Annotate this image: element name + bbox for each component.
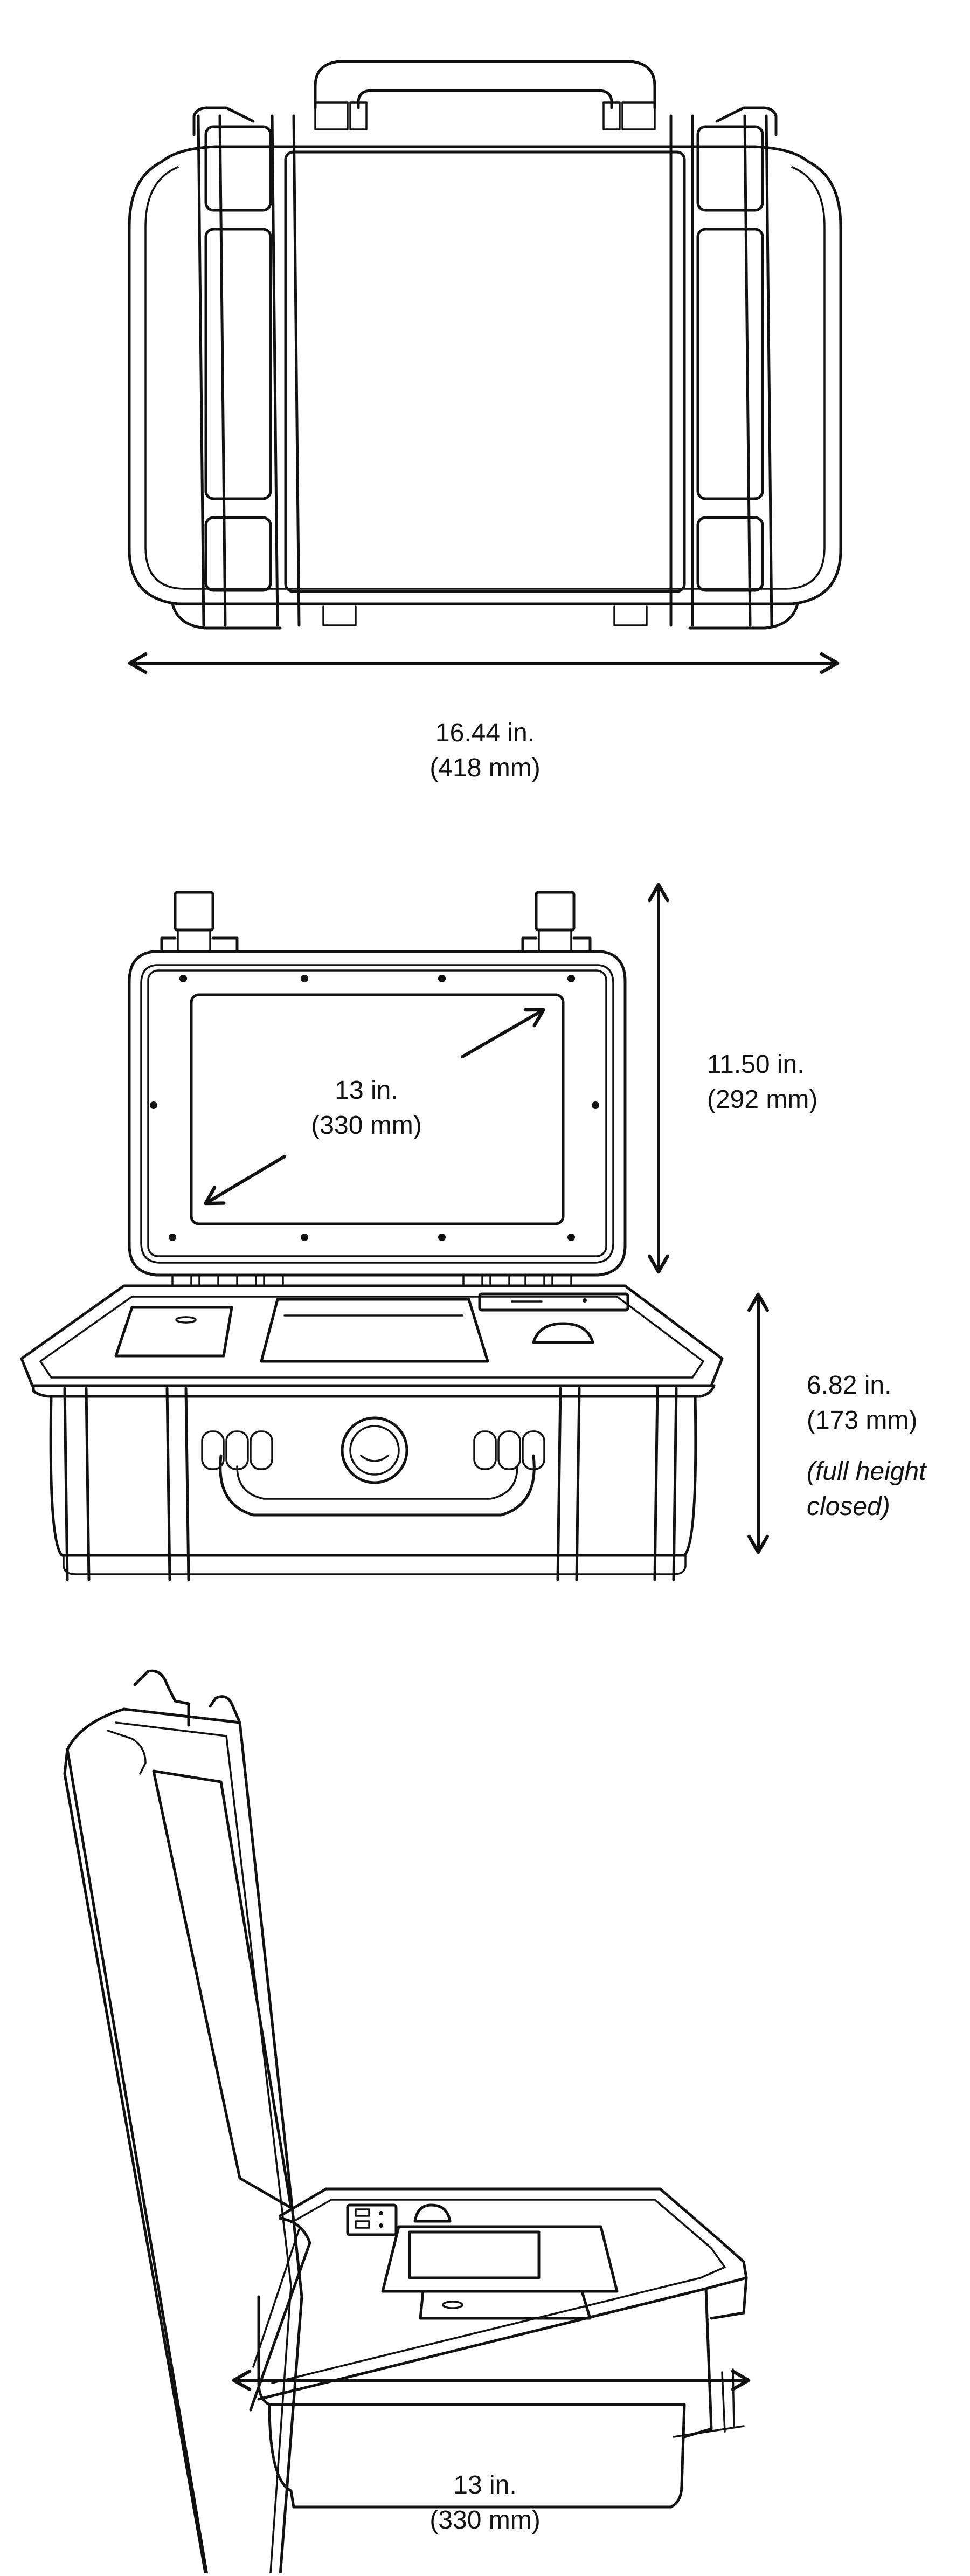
case-front-open-view (20, 891, 724, 1581)
pressure-valve-icon (341, 1416, 408, 1484)
card-slot-left (114, 1306, 233, 1358)
screen-diagonal-arrow-lower (204, 1155, 286, 1206)
depth-label-mm: (330 mm) (429, 2506, 540, 2534)
screen-panel-side (152, 1769, 293, 2209)
width-label: 16.44 in. (435, 719, 535, 747)
screen-diagonal-arrow-upper (461, 1008, 545, 1058)
base-height-label: 6.82 in. (807, 1371, 891, 1400)
case-side-open-view (63, 1669, 748, 2576)
screen-size-label-mm: (330 mm) (311, 1111, 421, 1140)
full-height-note-line2: closed) (807, 1492, 890, 1521)
full-height-note-line1: (full height (807, 1457, 927, 1486)
control-panel (478, 1292, 629, 1312)
front-handle (219, 1454, 536, 1517)
base-height-label-mm: (173 mm) (807, 1406, 917, 1435)
case-top-view (128, 60, 842, 630)
center-tray-side (381, 2225, 619, 2293)
width-label-mm: (418 mm) (429, 754, 540, 782)
lid-height-label-mm: (292 mm) (707, 1085, 817, 1114)
screen-panel (190, 993, 565, 1225)
center-tray (260, 1298, 489, 1363)
screen-size-label: 13 in. (335, 1076, 398, 1105)
depth-label: 13 in. (453, 2471, 516, 2499)
lid-height-label: 11.50 in. (707, 1050, 805, 1079)
